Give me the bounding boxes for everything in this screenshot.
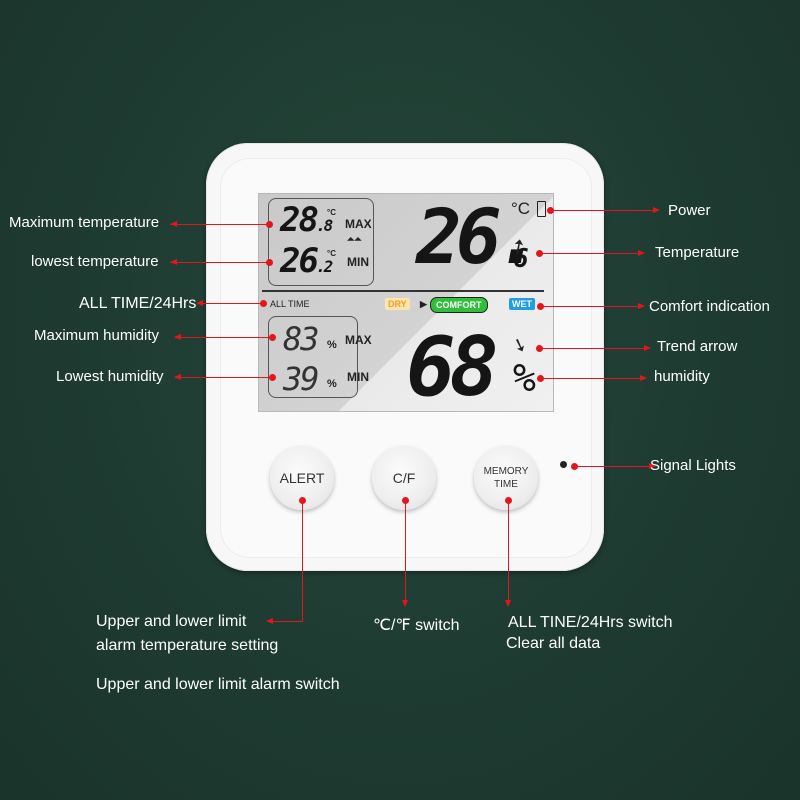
humidity-min-label: MIN: [347, 370, 369, 384]
label-clear-all-data: Clear all data: [506, 635, 601, 652]
all-time-indicator: ALL TIME: [270, 299, 310, 309]
wet-indicator: WET: [509, 298, 535, 310]
label-alarm-setting-line1: Upper and lower limit: [96, 613, 247, 630]
humidity-minmax-box: [268, 316, 358, 398]
alert-button-label: ALERT: [279, 470, 325, 486]
cf-button-label: C/F: [392, 470, 416, 486]
temp-max-unit: °C: [327, 208, 336, 217]
humidity-main-pct: %: [513, 356, 536, 400]
label-humidity: humidity: [654, 368, 710, 385]
label-lowest-humidity: Lowest humidity: [56, 368, 164, 385]
temp-max-label: MAX: [345, 217, 372, 231]
humidity-max-pct: %: [327, 339, 337, 351]
label-cf-switch: ℃/℉ switch: [373, 617, 460, 634]
label-alarm-switch: Upper and lower limit alarm switch: [96, 676, 340, 693]
humidity-max-value: 83: [283, 320, 320, 358]
humidity-min-pct: %: [327, 378, 337, 390]
humidity-min-value: 39: [283, 360, 320, 398]
temp-max-decimal: .8: [316, 216, 333, 235]
label-all-tine-switch: ALL TINE/24Hrs switch: [508, 614, 673, 631]
temp-min-value: 26: [280, 241, 319, 281]
temp-min-label: MIN: [347, 255, 369, 269]
memory-label: MEMORY: [483, 466, 529, 477]
comfort-pointer-icon: ▶: [420, 299, 427, 309]
time-label: TIME: [494, 479, 518, 490]
temp-main-decimal: 6: [513, 244, 529, 274]
alarm-bell-icon: ⏶⏶: [347, 234, 362, 244]
label-lowest-temperature: lowest temperature: [31, 253, 159, 270]
label-comfort-indication: Comfort indication: [649, 298, 770, 315]
label-temperature: Temperature: [655, 244, 740, 261]
lcd-divider: [262, 290, 544, 292]
comfort-indicator: COMFORT: [430, 297, 488, 313]
dry-indicator: DRY: [385, 298, 410, 310]
label-all-time-24hrs: ALL TIME/24Hrs: [79, 295, 197, 312]
humidity-max-label: MAX: [345, 333, 372, 347]
label-max-humidity: Maximum humidity: [34, 327, 160, 344]
temp-min-decimal: .2: [316, 257, 333, 276]
label-alarm-setting-line2: alarm temperature setting: [96, 637, 279, 654]
label-trend-arrow: Trend arrow: [657, 338, 738, 355]
temp-main-value: 26.: [416, 192, 541, 281]
label-power: Power: [668, 202, 711, 219]
label-max-temperature: Maximum temperature: [9, 214, 160, 231]
temp-minmax-box: [268, 198, 374, 286]
label-signal-lights: Signal Lights: [650, 457, 736, 474]
battery-icon: [537, 201, 546, 217]
signal-light: [560, 461, 567, 468]
temp-min-unit: °C: [327, 249, 336, 258]
temp-main-unit: °C: [511, 199, 531, 218]
temp-max-value: 28: [280, 200, 319, 240]
humidity-main-value: 68: [406, 320, 499, 415]
